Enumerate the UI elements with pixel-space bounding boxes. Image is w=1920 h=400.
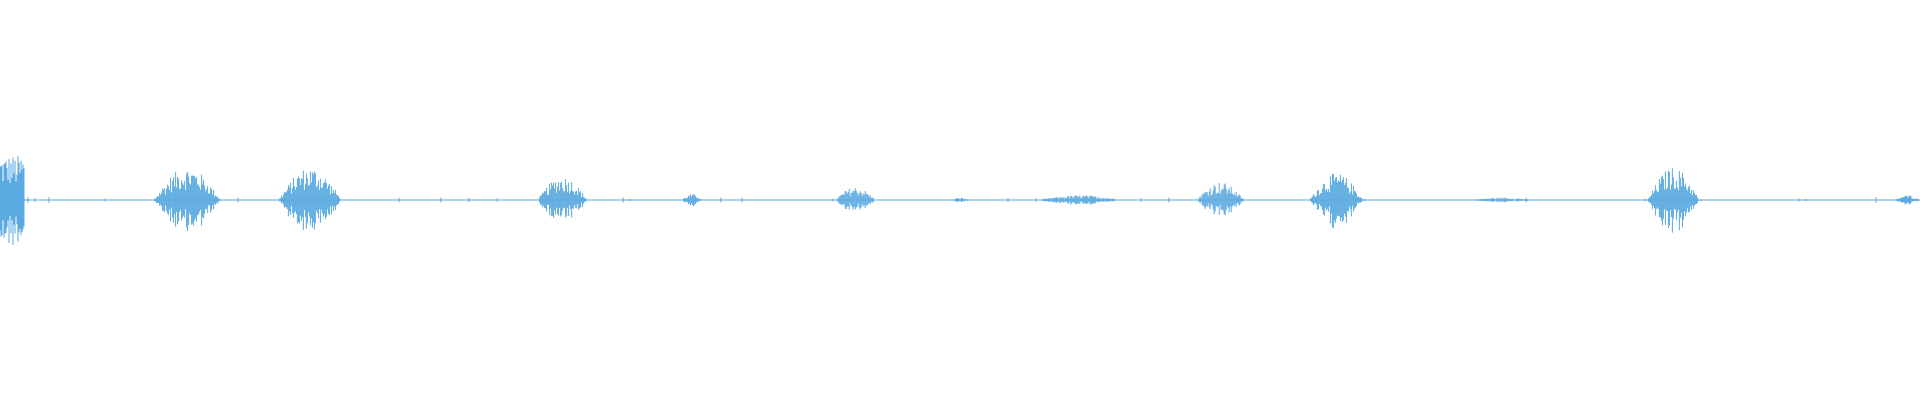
waveform-bars [0, 155, 1920, 245]
